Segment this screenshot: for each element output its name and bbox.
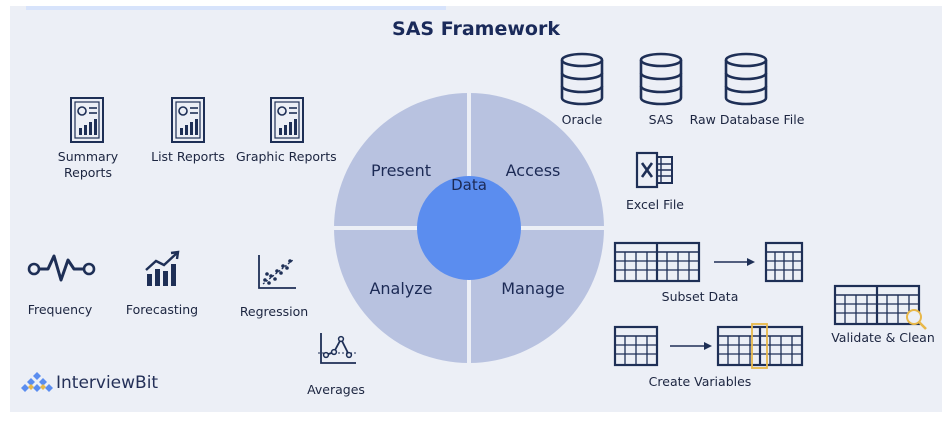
wheel-center-circle: [417, 176, 521, 280]
database-icon: [560, 52, 604, 106]
regression-scatter-icon: [258, 255, 296, 289]
oracle-label: Oracle: [561, 112, 603, 127]
regression-label: Regression: [239, 304, 309, 319]
top-accent-bar: [26, 6, 446, 10]
graphic-reports-label: Graphic Reports: [236, 149, 337, 164]
validate-clean-label: Validate & Clean: [831, 330, 935, 345]
database-icon: [639, 52, 683, 106]
table-grid-icon: [764, 241, 804, 283]
list-reports-label: List Reports: [151, 149, 225, 164]
diagram-title: SAS Framework: [392, 18, 560, 40]
new-column-highlight: [751, 323, 768, 369]
wheel-analyze-label: Analyze: [369, 279, 433, 298]
report-document-icon: [171, 97, 205, 143]
validate-clean-graphic: [833, 284, 927, 330]
wheel-access-label: Access: [505, 161, 561, 180]
frequency-label: Frequency: [27, 302, 93, 317]
raw-database-file-label: Raw Database File: [689, 112, 805, 127]
table-grid-icon: [716, 325, 804, 367]
magnifier-icon: [906, 309, 927, 330]
report-document-icon: [270, 97, 304, 143]
report-document-icon: [70, 97, 104, 143]
forecasting-label: Forecasting: [125, 302, 199, 317]
create-variables-label: Create Variables: [648, 374, 752, 389]
sas-label: SAS: [648, 112, 674, 127]
wheel-manage-label: Manage: [501, 279, 565, 298]
frequency-wave-icon: [27, 254, 96, 282]
excel-file-label: Excel File: [625, 197, 684, 212]
wheel-graphic: [332, 90, 606, 366]
excel-file-icon: [635, 151, 673, 189]
wheel-present-label: Present: [370, 161, 432, 180]
table-grid-icon: [613, 325, 659, 367]
table-grid-icon: [833, 284, 921, 326]
interviewbit-logo-icon: [21, 372, 53, 392]
subset-data-graphic: [613, 241, 804, 283]
diagram-canvas: SAS Framework Present Access Analyze Man…: [10, 6, 942, 412]
forecasting-chart-icon: [145, 250, 180, 286]
wheel-data-label: Data: [451, 176, 487, 194]
averages-label: Averages: [307, 382, 365, 397]
summary-reports-label: Summary Reports: [57, 149, 119, 180]
database-icon: [724, 52, 768, 106]
table-grid-icon: [613, 241, 701, 283]
averages-chart-icon: [318, 333, 356, 364]
subset-data-label: Subset Data: [661, 289, 739, 304]
create-variables-graphic: [613, 323, 804, 369]
brand-wordmark: InterviewBit: [56, 373, 159, 393]
